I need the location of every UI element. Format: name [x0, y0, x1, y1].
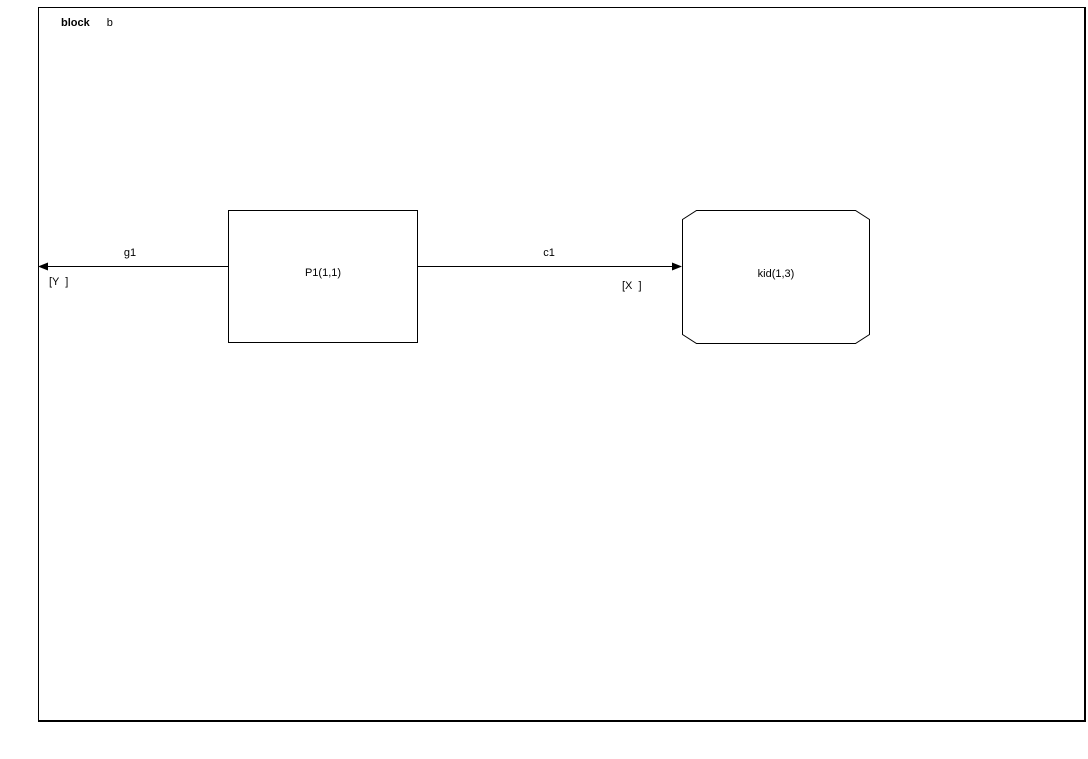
frame-keyword: block — [61, 17, 90, 29]
frame-heading: block b — [61, 17, 113, 29]
node-p1[interactable]: P1(1,1) — [228, 210, 418, 343]
node-kid-label: kid(1,3) — [757, 267, 795, 280]
connector-g1-label: g1 — [123, 247, 137, 259]
g1-arrowhead-icon — [38, 262, 48, 271]
frame-name: b — [106, 17, 113, 29]
port-label-y: [Y ] — [49, 276, 69, 288]
node-p1-label: P1(1,1) — [304, 267, 342, 279]
node-kid[interactable] — [682, 210, 870, 344]
node-kid-label-box[interactable]: kid(1,3) — [682, 210, 870, 344]
connector-c1-label: c1 — [543, 247, 555, 259]
c1-arrowhead-icon — [672, 262, 682, 271]
port-label-x: [X ] — [622, 280, 642, 292]
diagram-frame[interactable] — [38, 7, 1086, 722]
